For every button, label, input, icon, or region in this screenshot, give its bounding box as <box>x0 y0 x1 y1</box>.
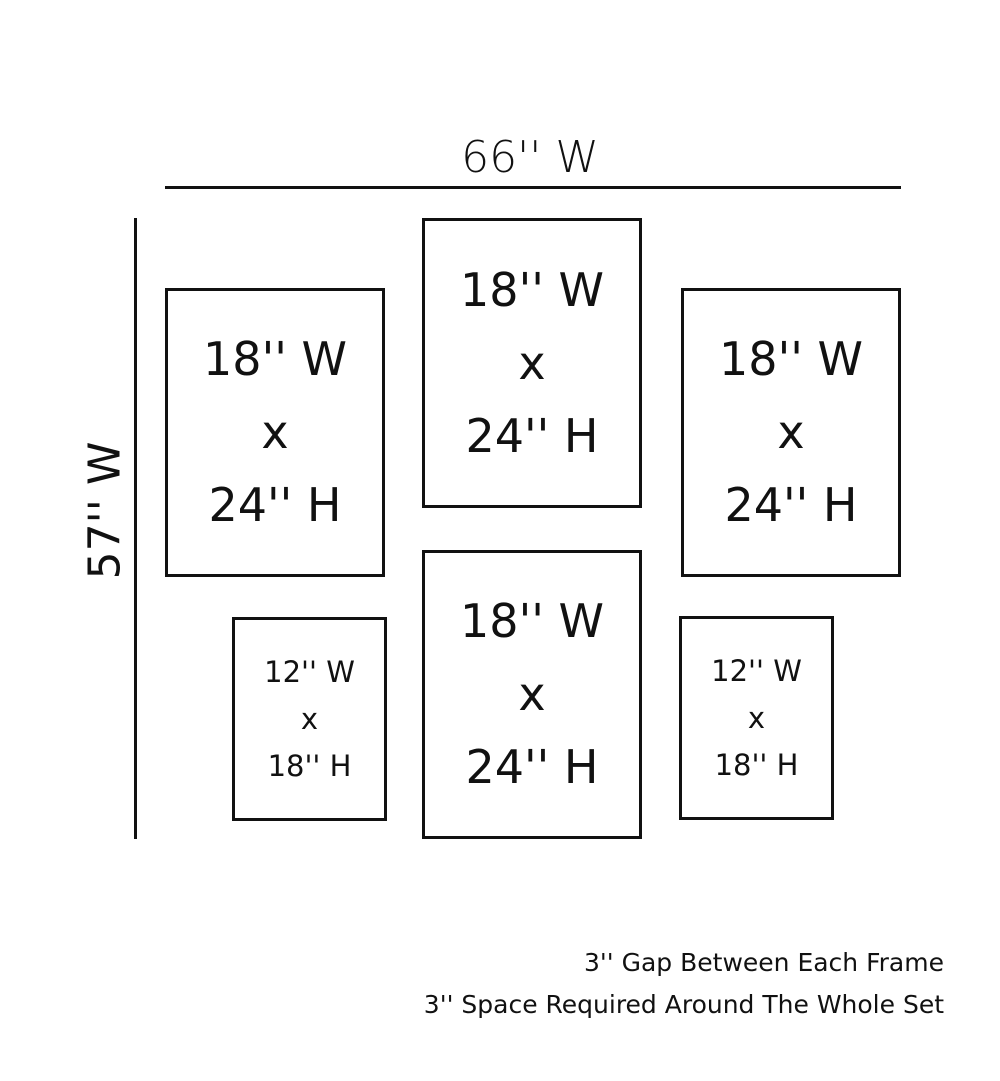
frame-width: 18'' W <box>203 332 347 386</box>
frame-bottom-center: 18'' W x 24'' H <box>422 550 642 839</box>
frame-height: 24'' H <box>208 478 342 532</box>
frame-width: 18'' W <box>460 594 604 648</box>
frame-times: x <box>261 405 289 459</box>
frame-top-center: 18'' W x 24'' H <box>422 218 642 508</box>
frame-top-left: 18'' W x 24'' H <box>165 288 385 577</box>
frame-times: x <box>518 335 546 390</box>
frame-times: x <box>777 405 805 459</box>
frame-width: 18'' W <box>719 332 863 386</box>
frame-height: 24'' H <box>465 408 599 463</box>
width-dimension-line <box>165 186 901 189</box>
frame-width: 12'' W <box>264 654 355 689</box>
space-note: 3'' Space Required Around The Whole Set <box>423 990 944 1019</box>
frame-height: 18'' H <box>714 747 799 782</box>
overall-height-label: 57'' W <box>79 441 131 580</box>
gap-note: 3'' Gap Between Each Frame <box>584 948 944 977</box>
overall-width-label: 66'' W <box>461 132 599 183</box>
height-dimension-line <box>134 218 137 839</box>
frame-times: x <box>747 700 766 735</box>
notes: 3'' Gap Between Each Frame 3'' Space Req… <box>424 942 944 1026</box>
frame-height: 24'' H <box>465 740 599 794</box>
frame-width: 12'' W <box>711 653 802 688</box>
frame-height: 18'' H <box>267 748 352 783</box>
frame-times: x <box>518 667 546 721</box>
frame-height: 24'' H <box>724 478 858 532</box>
frame-width: 18'' W <box>460 262 604 317</box>
frame-times: x <box>300 701 319 736</box>
frame-top-right: 18'' W x 24'' H <box>681 288 901 577</box>
frame-bottom-right: 12'' W x 18'' H <box>679 616 834 820</box>
frame-bottom-left: 12'' W x 18'' H <box>232 617 387 821</box>
